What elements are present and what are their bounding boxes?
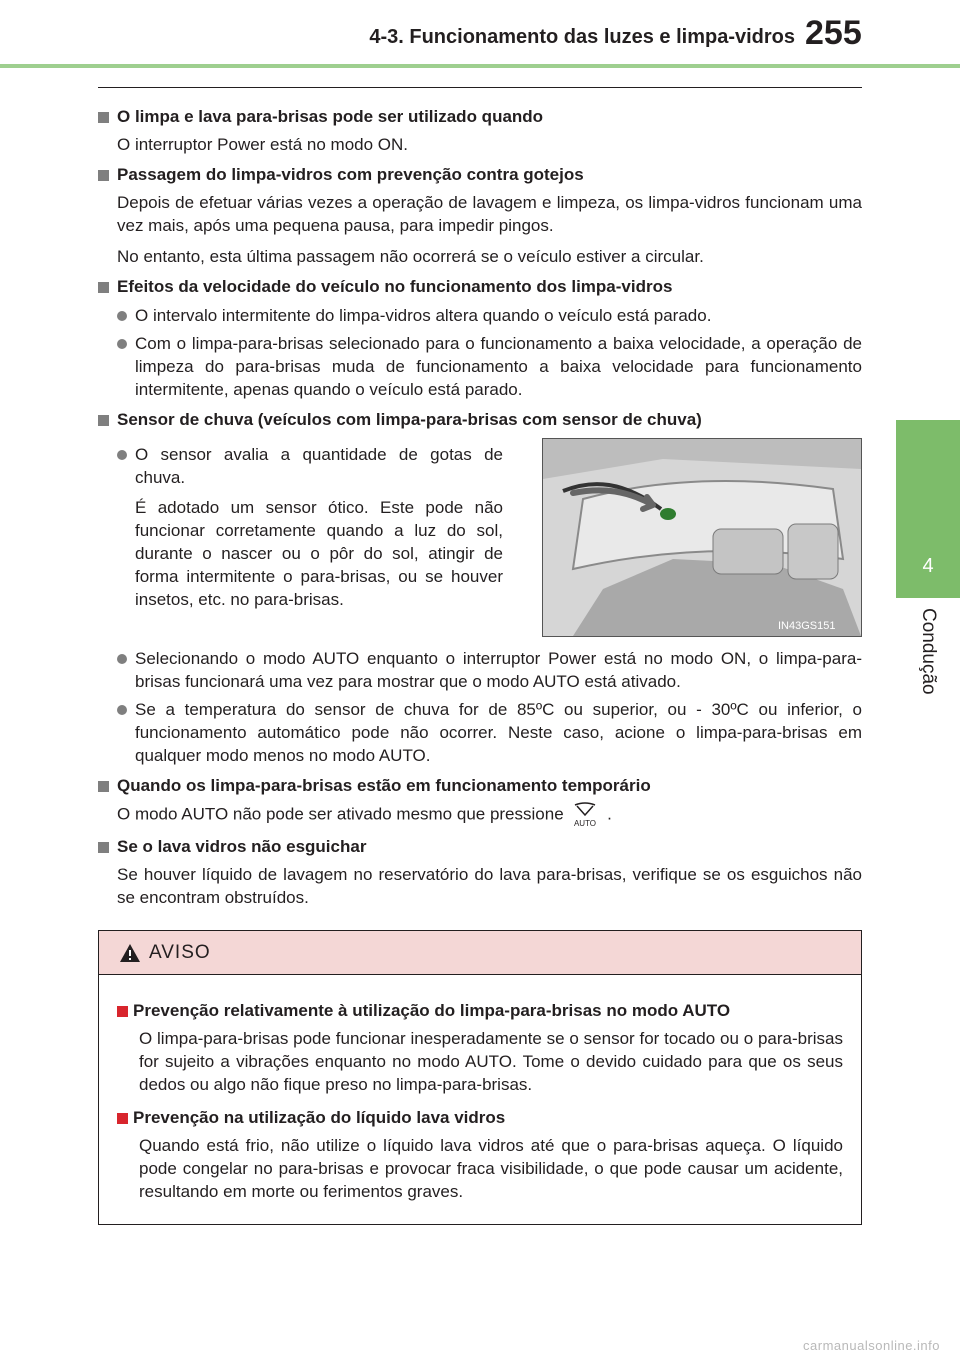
warning-body: Prevenção relativamente à utilização do …: [99, 975, 861, 1203]
heading-washer-not-spraying: Se o lava vidros não esguichar: [98, 835, 862, 859]
paragraph: O modo AUTO não pode ser ativado mesmo q…: [117, 802, 862, 828]
page-number: 255: [805, 14, 862, 52]
auto-icon-label: AUTO: [574, 819, 596, 828]
main-content: O limpa e lava para-brisas pode ser util…: [98, 98, 862, 909]
paragraph: O interruptor Power está no modo ON.: [117, 135, 409, 154]
bullet-item: O sensor avalia a quantidade de gotas de…: [117, 443, 503, 611]
rain-sensor-row: O sensor avalia a quantidade de gotas de…: [98, 435, 862, 637]
rain-sensor-illustration: IN43GS151: [542, 438, 862, 637]
warning-box: AVISO Prevenção relativamente à utilizaç…: [98, 930, 862, 1225]
text-before-icon: O modo AUTO não pode ser ativado mesmo q…: [117, 804, 564, 824]
bullet-item: Se a temperatura do sensor de chuva for …: [117, 698, 862, 767]
chapter-label: Condução: [918, 608, 939, 695]
rain-sensor-text: O sensor avalia a quantidade de gotas de…: [98, 435, 503, 611]
section-title: 4-3. Funcionamento das luzes e limpa-vid…: [369, 26, 795, 48]
footer-watermark: carmanualsonline.info: [803, 1338, 940, 1353]
bullet-subtext: É adotado um sensor ótico. Este pode não…: [135, 498, 503, 609]
bullet-item: O intervalo intermitente do limpa-vidros…: [117, 304, 862, 327]
heading-temporary-operation: Quando os limpa-para-brisas estão em fun…: [98, 774, 862, 798]
bullet-text: O sensor avalia a quantidade de gotas de…: [135, 445, 503, 487]
text-after-icon: .: [607, 804, 612, 824]
heading-speed-effects: Efeitos da velocidade do veículo no func…: [98, 275, 862, 299]
heading-wiper-usable: O limpa e lava para-brisas pode ser util…: [98, 105, 862, 129]
paragraph: Depois de efetuar várias vezes a operaçã…: [117, 193, 862, 235]
warning-item-text: O limpa-para-brisas pode funcionar inesp…: [139, 1029, 843, 1094]
warning-title: AVISO: [149, 941, 211, 963]
content-rule: [98, 87, 862, 88]
bullet-item: Selecionando o modo AUTO enquanto o inte…: [117, 647, 862, 693]
bullet-item: Com o limpa-para-brisas selecionado para…: [117, 332, 862, 401]
chapter-number: 4: [922, 555, 934, 577]
warning-header: AVISO: [99, 931, 861, 975]
image-code: IN43GS151: [778, 620, 835, 632]
header-rule: [0, 64, 960, 68]
paragraph: No entanto, esta última passagem não oco…: [117, 247, 704, 266]
heading-rain-sensor: Sensor de chuva (veículos com limpa-para…: [98, 408, 862, 432]
heading-drip-prevention: Passagem do limpa-vidros com prevenção c…: [98, 163, 862, 187]
windshield-illustration: IN43GS151: [543, 439, 861, 636]
warning-item-heading: Prevenção relativamente à utilização do …: [117, 999, 843, 1023]
chapter-tab: 4: [896, 420, 960, 598]
warning-item-heading: Prevenção na utilização do líquido lava …: [117, 1106, 843, 1130]
warning-triangle-icon: [120, 943, 140, 962]
wiper-auto-icon: AUTO: [574, 802, 596, 828]
paragraph: Se houver líquido de lavagem no reservat…: [117, 865, 862, 907]
warning-item-text: Quando está frio, não utilize o líquido …: [139, 1136, 843, 1201]
